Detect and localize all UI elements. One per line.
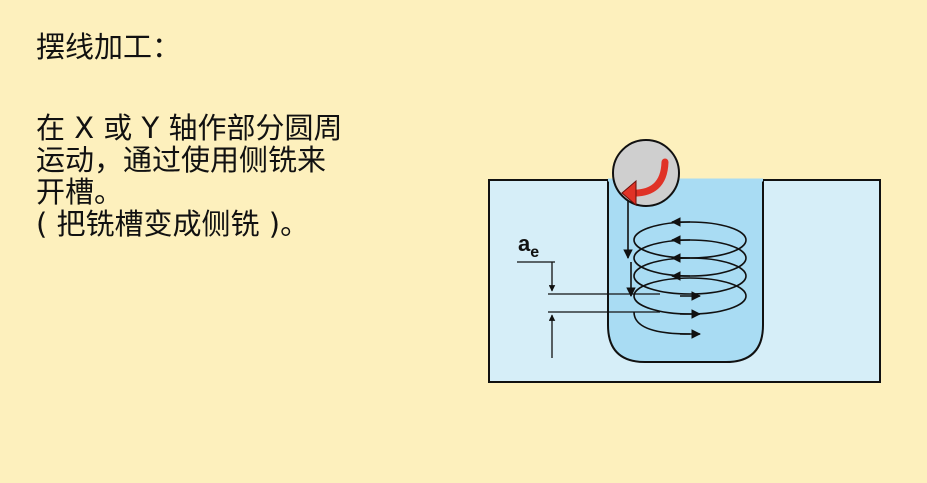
description: 在 X 或 Y 轴作部分圆周 运动，通过使用侧铣来 开槽。 ( 把铣槽变成侧铣 … — [36, 112, 342, 240]
direction-arrows — [671, 217, 701, 339]
ae-dimension — [517, 261, 660, 358]
cutting-tool — [612, 139, 680, 207]
ae-label: ae — [518, 232, 539, 265]
description-line: 开槽。 — [36, 175, 124, 209]
ae-label-main: a — [518, 231, 531, 256]
description-line: 在 X 或 Y 轴作部分圆周 — [36, 111, 343, 145]
description-line: 运动，通过使用侧铣来 — [36, 143, 327, 177]
ae-label-sub: e — [530, 244, 540, 261]
page-title: 摆线加工： — [36, 30, 182, 64]
feed-arrows — [623, 200, 636, 297]
description-line: ( 把铣槽变成侧铣 )。 — [36, 207, 310, 241]
